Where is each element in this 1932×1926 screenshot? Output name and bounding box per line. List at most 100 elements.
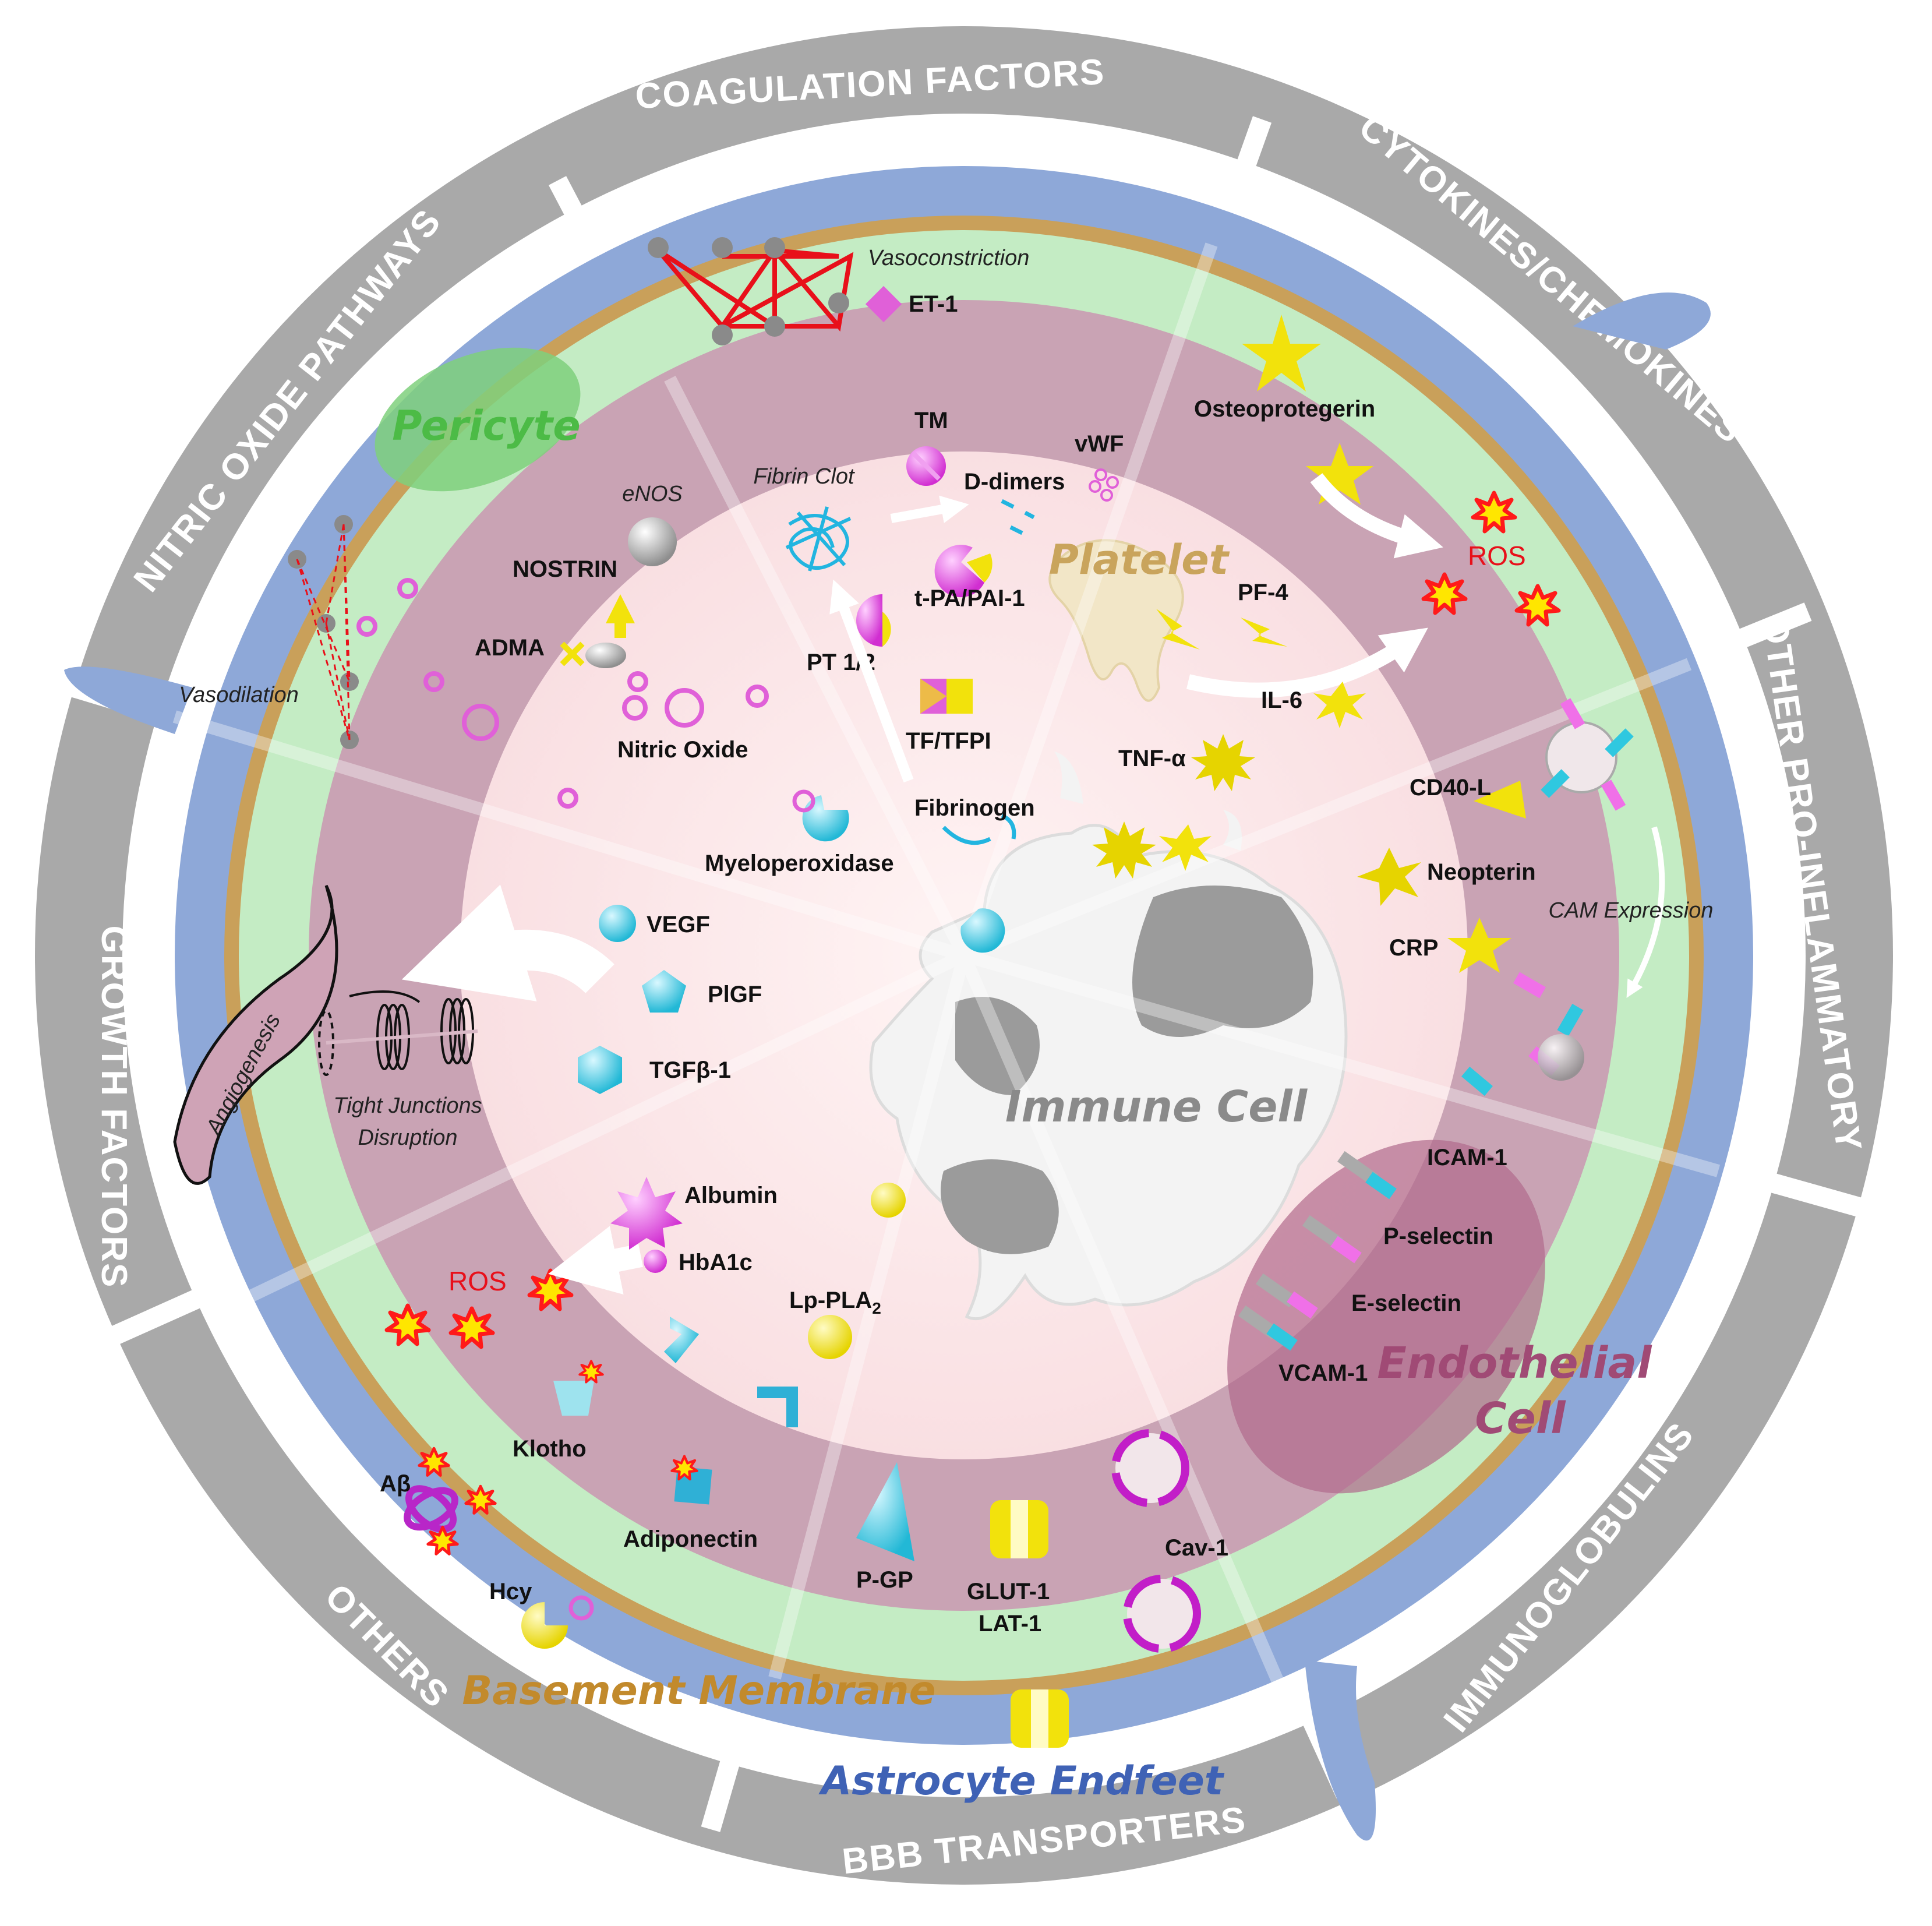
- pericyte-title: Pericyte: [392, 402, 580, 450]
- pf4-icon-2: [1156, 609, 1200, 650]
- myeloperoxidase-icon: [802, 795, 849, 842]
- angiogenesis-sprout: [173, 884, 338, 1185]
- astrocyte-endfeet-title: Astrocyte Endfeet: [818, 1758, 1225, 1804]
- basement-membrane-title: Basement Membrane: [462, 1668, 935, 1714]
- et1-label: ET-1: [909, 291, 958, 317]
- cam-receptors-surface: [1461, 972, 1584, 1096]
- osteoprotegerin-icon: [1242, 315, 1321, 391]
- nitric-oxide-label: Nitric Oxide: [617, 737, 748, 763]
- pericyte-nucleus: [375, 347, 581, 492]
- hba1c-icon: [644, 1250, 667, 1273]
- adma-target-icon: [585, 643, 626, 668]
- hba1c-to-ros-arrow: [548, 1226, 643, 1295]
- cyan-chevron-icon: [664, 1317, 699, 1363]
- fibrin-to-ddimer-arrow: [890, 495, 969, 523]
- enos-icon: [628, 517, 677, 566]
- platelet-to-ros-arrow: [1186, 627, 1428, 698]
- nostrin-label: NOSTRIN: [513, 556, 617, 582]
- platelet-shape: [1048, 539, 1184, 702]
- tight-junctions-label-1: Tight Junctions: [333, 1093, 482, 1118]
- vwf-label: vWF: [1075, 431, 1124, 457]
- neopterin-icon: [1357, 848, 1421, 906]
- nostrin-arrow-icon: [606, 594, 635, 623]
- hba1c-label: HbA1c: [679, 1250, 753, 1275]
- adhesion-molecules: [1238, 1151, 1397, 1351]
- immune-cell-title: Immune Cell: [1005, 1082, 1308, 1132]
- fibrin-clot-label: Fibrin Clot: [753, 464, 855, 489]
- albumin-label: Albumin: [684, 1183, 778, 1208]
- il6-label: IL-6: [1261, 687, 1302, 713]
- immune-cell-pseudopod: [1054, 752, 1083, 804]
- abeta-icon: [404, 1485, 458, 1533]
- pf4-icon: [1241, 618, 1287, 647]
- immune-cell-nucleus-lobe: [1132, 886, 1313, 1037]
- tpa-icon: [934, 545, 984, 598]
- endothelial-title-line2: Cell: [1475, 1394, 1566, 1444]
- adiponectin-label: Adiponectin: [623, 1526, 758, 1552]
- band-growth-factors: GROWTH FACTORS: [94, 926, 134, 1289]
- tgfb1-label: TGFβ-1: [649, 1057, 731, 1083]
- tnfa-label: TNF-α: [1118, 746, 1186, 771]
- neopterin-label: Neopterin: [1427, 859, 1536, 885]
- immune-cell-pseudopod: [1223, 810, 1242, 851]
- il6-icon-2: [1159, 824, 1212, 871]
- tight-junctions-label-2: Disruption: [358, 1126, 457, 1150]
- adma-icon: [560, 641, 585, 666]
- ros-label-bottom: ROS: [448, 1266, 507, 1296]
- platelet-title: Platelet: [1049, 536, 1230, 584]
- hcy-icon: [521, 1602, 568, 1649]
- cav1-icon: [1111, 1429, 1189, 1507]
- outer-category-ring: [35, 26, 1893, 1885]
- ddimers-label: D-dimers: [964, 469, 1065, 495]
- fibrinogen-to-clot-arrow: [829, 579, 914, 783]
- abeta-label: Aβ: [380, 1471, 411, 1497]
- plgf-icon: [642, 970, 686, 1013]
- pselectin-label: P-selectin: [1383, 1223, 1493, 1249]
- tm-label: TM: [914, 408, 948, 433]
- plgf-label: PlGF: [708, 982, 762, 1007]
- myeloperoxidase-label: Myeloperoxidase: [705, 851, 894, 876]
- vasodilation-mesh: [296, 524, 351, 740]
- cav1-icon-2: [1123, 1575, 1201, 1653]
- pgp-label: P-GP: [856, 1567, 913, 1593]
- crp-icon: [1447, 918, 1511, 973]
- cd40l-label: CD40-L: [1410, 775, 1491, 800]
- fibrin-clot-icon: [785, 506, 852, 572]
- vasoconstriction-label: Vasoconstriction: [868, 246, 1029, 270]
- vegf-label: VEGF: [647, 912, 710, 937]
- il6-icon: [1313, 682, 1366, 728]
- tnfa-icon-2: [1092, 821, 1156, 879]
- klotho-label: Klotho: [513, 1436, 587, 1462]
- tnfa-icon: [1191, 734, 1255, 791]
- ddimers-icon: [1001, 499, 1035, 535]
- vwf-icon: [1089, 468, 1119, 502]
- growth-to-angiogenesis-arrow: [401, 884, 614, 1001]
- pgp-icon: [856, 1462, 914, 1561]
- lppla2-label: Lp-PLA2: [789, 1287, 881, 1317]
- immune-cell-nucleus-lobe: [941, 1159, 1059, 1254]
- hcy-label: Hcy: [489, 1579, 532, 1604]
- vcam1-label: VCAM-1: [1278, 1360, 1368, 1386]
- endothelial-title-line1: Endothelial: [1377, 1338, 1652, 1388]
- vegf-icon: [599, 905, 636, 942]
- adma-label: ADMA: [475, 635, 545, 661]
- lat1-label: LAT-1: [979, 1611, 1041, 1636]
- icam1-label: ICAM-1: [1427, 1145, 1507, 1170]
- cyan-chevron-icon-2: [757, 1387, 798, 1427]
- cam-expression-arrow: [1626, 826, 1665, 999]
- immune-cell-nucleus-lobe: [955, 997, 1040, 1095]
- osteoprotegerin-to-ros-arrow: [1310, 473, 1443, 559]
- cam-receptors-top: [1541, 698, 1634, 811]
- osteoprotegerin-icon-2: [1306, 443, 1373, 505]
- lppla2-icon-2: [871, 1183, 906, 1218]
- fibrinogen-icon: [942, 813, 1016, 845]
- vasodilation-label: Vasodilation: [179, 683, 299, 707]
- eselectin-label: E-selectin: [1351, 1290, 1461, 1316]
- lppla2-icon: [808, 1315, 852, 1359]
- cav1-label: Cav-1: [1165, 1535, 1228, 1561]
- glut1-label: GLUT-1: [967, 1579, 1050, 1604]
- ros-label-top: ROS: [1468, 541, 1526, 571]
- albumin-icon: [610, 1177, 683, 1250]
- nitric-oxide-icons: [356, 578, 769, 809]
